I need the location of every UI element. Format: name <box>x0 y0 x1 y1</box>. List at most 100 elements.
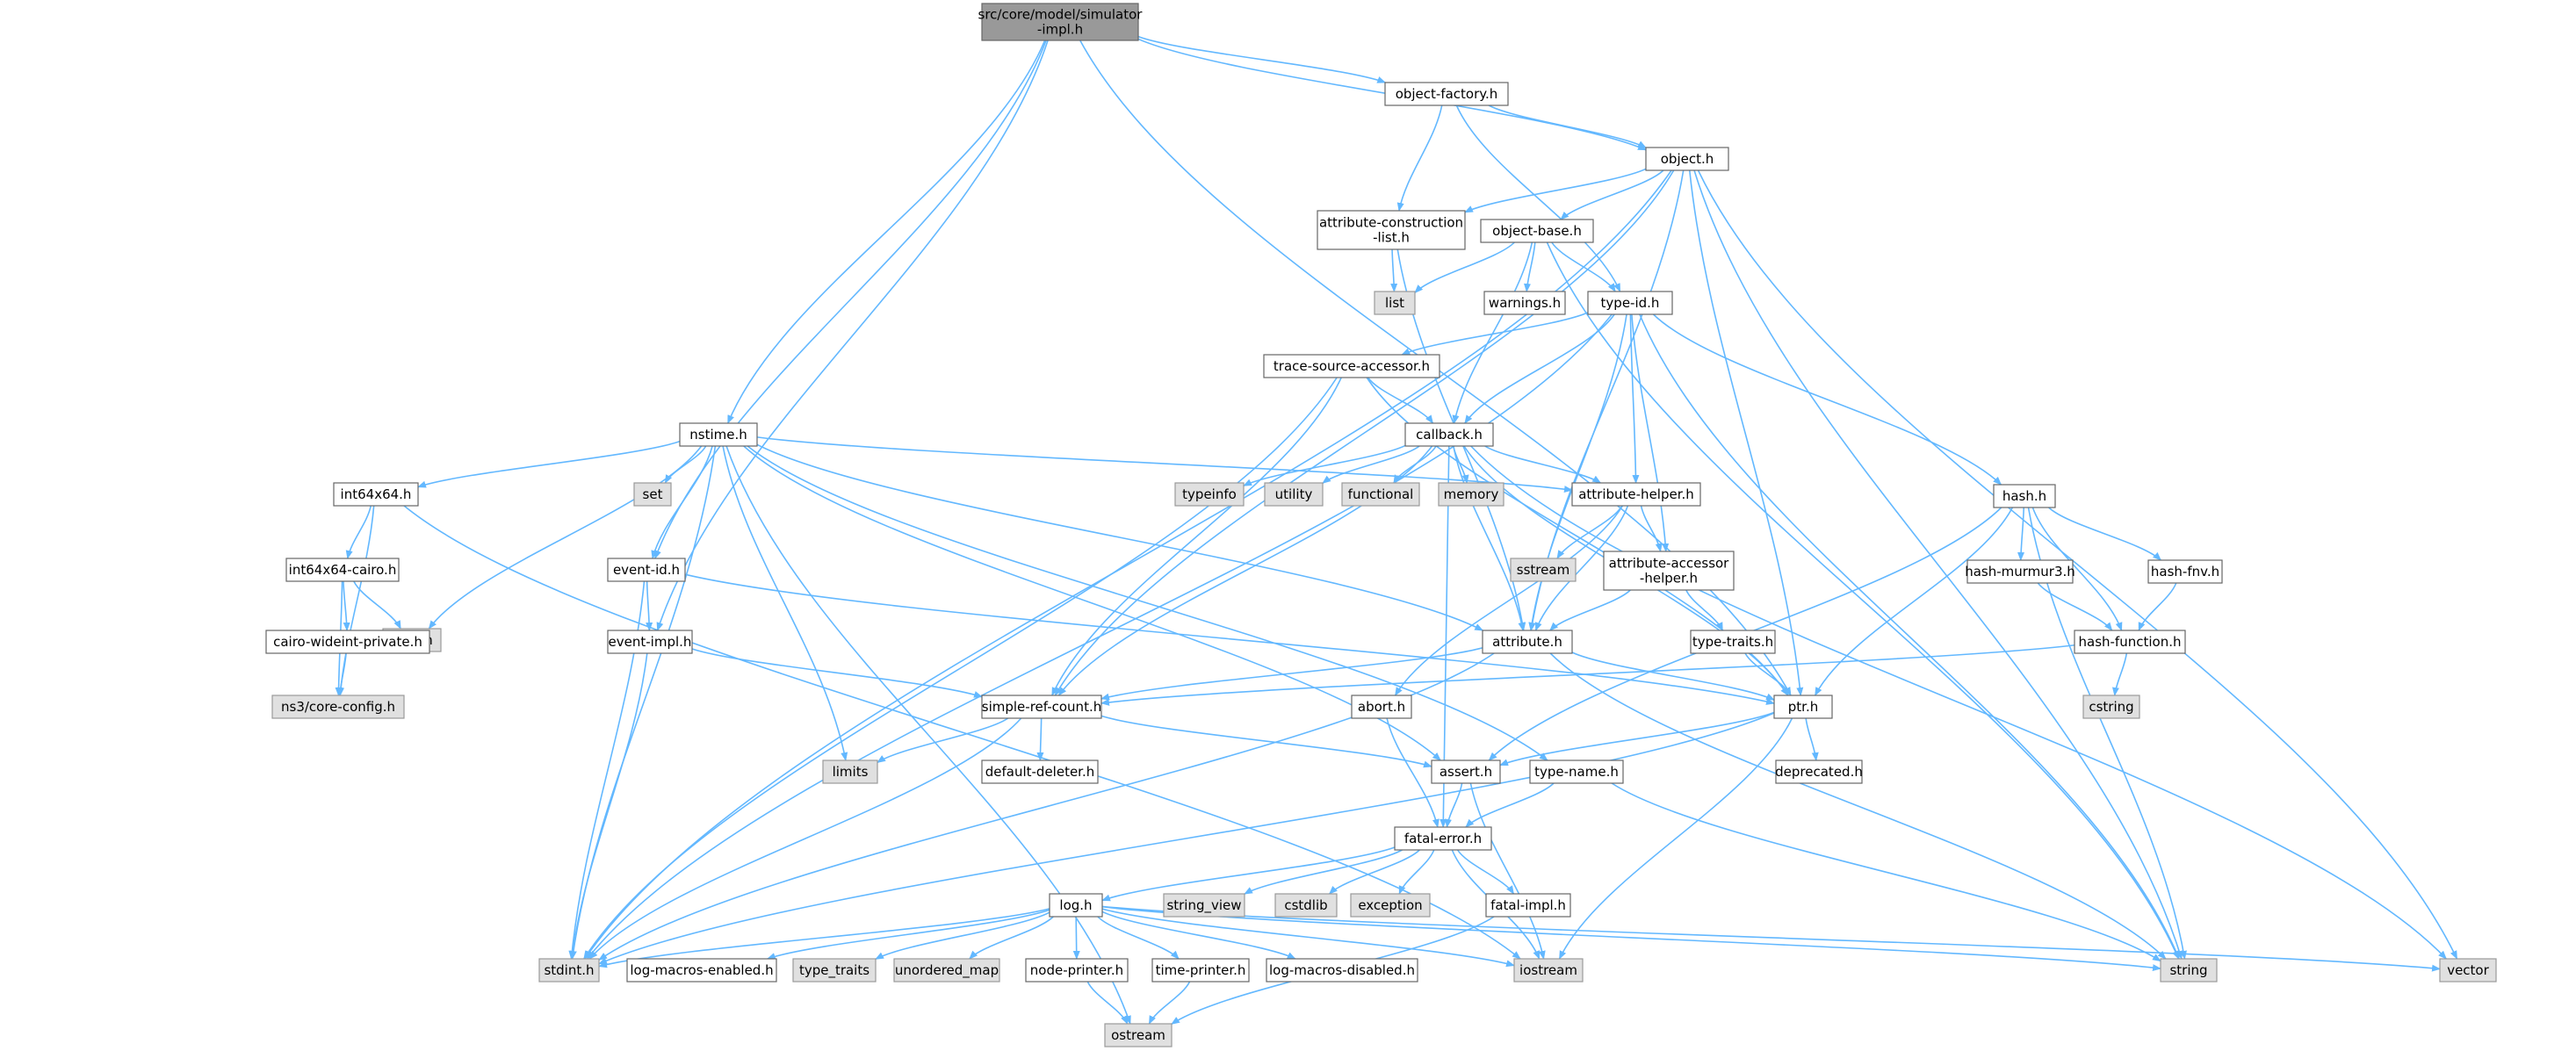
node-nstime[interactable]: nstime.h <box>679 422 758 447</box>
node-box-stdint <box>538 958 600 983</box>
node-label-object: object.h <box>1661 151 1714 167</box>
node-box-ostream <box>1104 1023 1173 1047</box>
edge-object-factory-to-object <box>1488 104 1647 149</box>
node-deprecated[interactable]: deprecated.h <box>1775 759 1863 784</box>
node-log-macros-enabled[interactable]: log-macros-enabled.h <box>626 958 777 983</box>
node-ptr[interactable]: ptr.h <box>1773 695 1833 719</box>
node-node-printer[interactable]: node-printer.h <box>1025 958 1129 983</box>
node-box-sstream <box>1510 558 1577 582</box>
node-event-impl[interactable]: event-impl.h <box>607 630 693 654</box>
edge-trace-source-accessor-to-simple-ref-count <box>1051 377 1342 696</box>
node-box-string_view <box>1163 893 1245 918</box>
edge-hash-function-to-cstring <box>2111 652 2128 696</box>
node-warnings[interactable]: warnings.h <box>1483 291 1566 315</box>
node-trace-source-accessor[interactable]: trace-source-accessor.h <box>1263 354 1440 378</box>
node-box-hash-fnv <box>2147 559 2223 584</box>
node-simple-ref-count[interactable]: simple-ref-count.h <box>981 695 1102 719</box>
edge-hash-to-hash-fnv <box>2048 507 2162 561</box>
edge-root-to-object-factory <box>1137 35 1387 83</box>
node-vector: vector <box>2439 958 2497 983</box>
node-fatal-impl[interactable]: fatal-impl.h <box>1485 893 1571 918</box>
node-unordered_map: unordered_map <box>893 958 1000 983</box>
node-hash[interactable]: hash.h <box>1993 484 2056 508</box>
node-object[interactable]: object.h <box>1645 147 1729 171</box>
node-default-deleter[interactable]: default-deleter.h <box>981 759 1099 784</box>
node-box-hash <box>1993 484 2056 508</box>
edge-fatal-error-to-exception <box>1398 849 1435 895</box>
edge-simple-ref-count-to-assert <box>1100 715 1432 768</box>
node-box-log-macros-enabled <box>626 958 777 983</box>
node-cstdlib: cstdlib <box>1274 893 1338 918</box>
edge-simple-ref-count-to-limits <box>877 717 1009 764</box>
node-box-deprecated <box>1775 759 1863 784</box>
node-label-hash: hash.h <box>2002 488 2046 504</box>
node-hash-fnv[interactable]: hash-fnv.h <box>2147 559 2223 584</box>
node-type-traits[interactable]: type-traits.h <box>1690 630 1776 654</box>
node-box-type-traits <box>1690 630 1776 654</box>
node-type-id[interactable]: type-id.h <box>1587 291 1673 315</box>
node-box-event-id <box>607 558 686 582</box>
node-box-simple-ref-count <box>981 695 1102 719</box>
node-string_view: string_view <box>1163 893 1245 918</box>
node-attribute-helper[interactable]: attribute-helper.h <box>1571 482 1701 507</box>
edge-root-to-nstime <box>727 40 1046 424</box>
edge-event-id-to-event-impl <box>646 580 653 631</box>
node-box-fatal-impl <box>1485 893 1571 918</box>
node-ostream: ostream <box>1104 1023 1173 1047</box>
node-assert[interactable]: assert.h <box>1431 759 1501 784</box>
edge-fatal-error-to-log <box>1101 846 1396 902</box>
node-box-trace-source-accessor <box>1263 354 1440 378</box>
node-label-warnings: warnings.h <box>1489 295 1561 311</box>
node-hash-murmur3[interactable]: hash-murmur3.h <box>1965 559 2075 584</box>
node-object-factory[interactable]: object-factory.h <box>1384 82 1509 106</box>
node-log[interactable]: log.h <box>1049 893 1103 918</box>
edge-root-to-event-impl <box>656 40 1049 631</box>
node-box-assert <box>1431 759 1501 784</box>
node-int64x64-cairo[interactable]: int64x64-cairo.h <box>285 558 400 582</box>
node-label-string_view: string_view <box>1166 897 1241 914</box>
node-box-type-id <box>1587 291 1673 315</box>
edge-layer <box>335 35 2458 1025</box>
edge-nstime-to-set <box>664 445 707 484</box>
node-hash-function[interactable]: hash-function.h <box>2074 630 2186 654</box>
node-event-id[interactable]: event-id.h <box>607 558 686 582</box>
node-label-log-macros-enabled: log-macros-enabled.h <box>630 962 773 978</box>
node-box-string <box>2160 958 2218 983</box>
node-log-macros-disabled[interactable]: log-macros-disabled.h <box>1266 958 1418 983</box>
node-box-ptr <box>1773 695 1833 719</box>
node-root[interactable]: src/core/model/simulator-impl.h <box>978 3 1144 41</box>
edge-callback-to-attribute-helper <box>1484 445 1602 484</box>
edge-object-to-ptr <box>1688 169 1804 696</box>
edge-type-id-to-attribute-helper <box>1629 313 1640 484</box>
node-attribute[interactable]: attribute.h <box>1482 630 1573 654</box>
node-abort[interactable]: abort.h <box>1351 695 1412 719</box>
node-object-base[interactable]: object-base.h <box>1480 219 1594 243</box>
node-attr-construction-list[interactable]: attribute-construction-list.h <box>1317 210 1466 250</box>
edge-callback-to-attribute <box>1453 445 1526 631</box>
edge-type-name-to-string <box>1611 782 2161 962</box>
node-time-printer[interactable]: time-printer.h <box>1151 958 1250 983</box>
node-label-event-id: event-id.h <box>613 562 680 578</box>
node-attribute-accessor-helper[interactable]: attribute-accessor-helper.h <box>1603 551 1735 591</box>
node-box-cstring <box>2082 695 2140 719</box>
node-label-sstream: sstream <box>1517 562 1569 578</box>
node-label-string: string <box>2169 962 2207 978</box>
node-label-exception: exception <box>1358 897 1422 913</box>
node-fatal-error[interactable]: fatal-error.h <box>1394 826 1492 851</box>
node-callback[interactable]: callback.h <box>1404 422 1494 447</box>
node-box-object-factory <box>1384 82 1509 106</box>
node-iostream: iostream <box>1513 958 1584 983</box>
node-box-set <box>633 482 672 507</box>
edge-object-base-to-warnings <box>1524 241 1536 292</box>
node-label-functional: functional <box>1348 486 1414 502</box>
node-label-log-macros-disabled: log-macros-disabled.h <box>1269 962 1415 978</box>
edge-object-base-to-type-id <box>1551 241 1616 292</box>
edge-type-id-to-string <box>1639 313 2180 960</box>
edge-int64x64-to-iostream <box>403 505 1521 960</box>
node-type-name[interactable]: type-name.h <box>1529 759 1624 784</box>
node-functional: functional <box>1341 482 1420 507</box>
node-label-fatal-impl: fatal-impl.h <box>1490 897 1566 913</box>
node-label-unordered_map: unordered_map <box>895 962 999 979</box>
node-cairo-wideint-private[interactable]: cairo-wideint-private.h <box>265 630 430 654</box>
node-int64x64[interactable]: int64x64.h <box>333 482 419 507</box>
